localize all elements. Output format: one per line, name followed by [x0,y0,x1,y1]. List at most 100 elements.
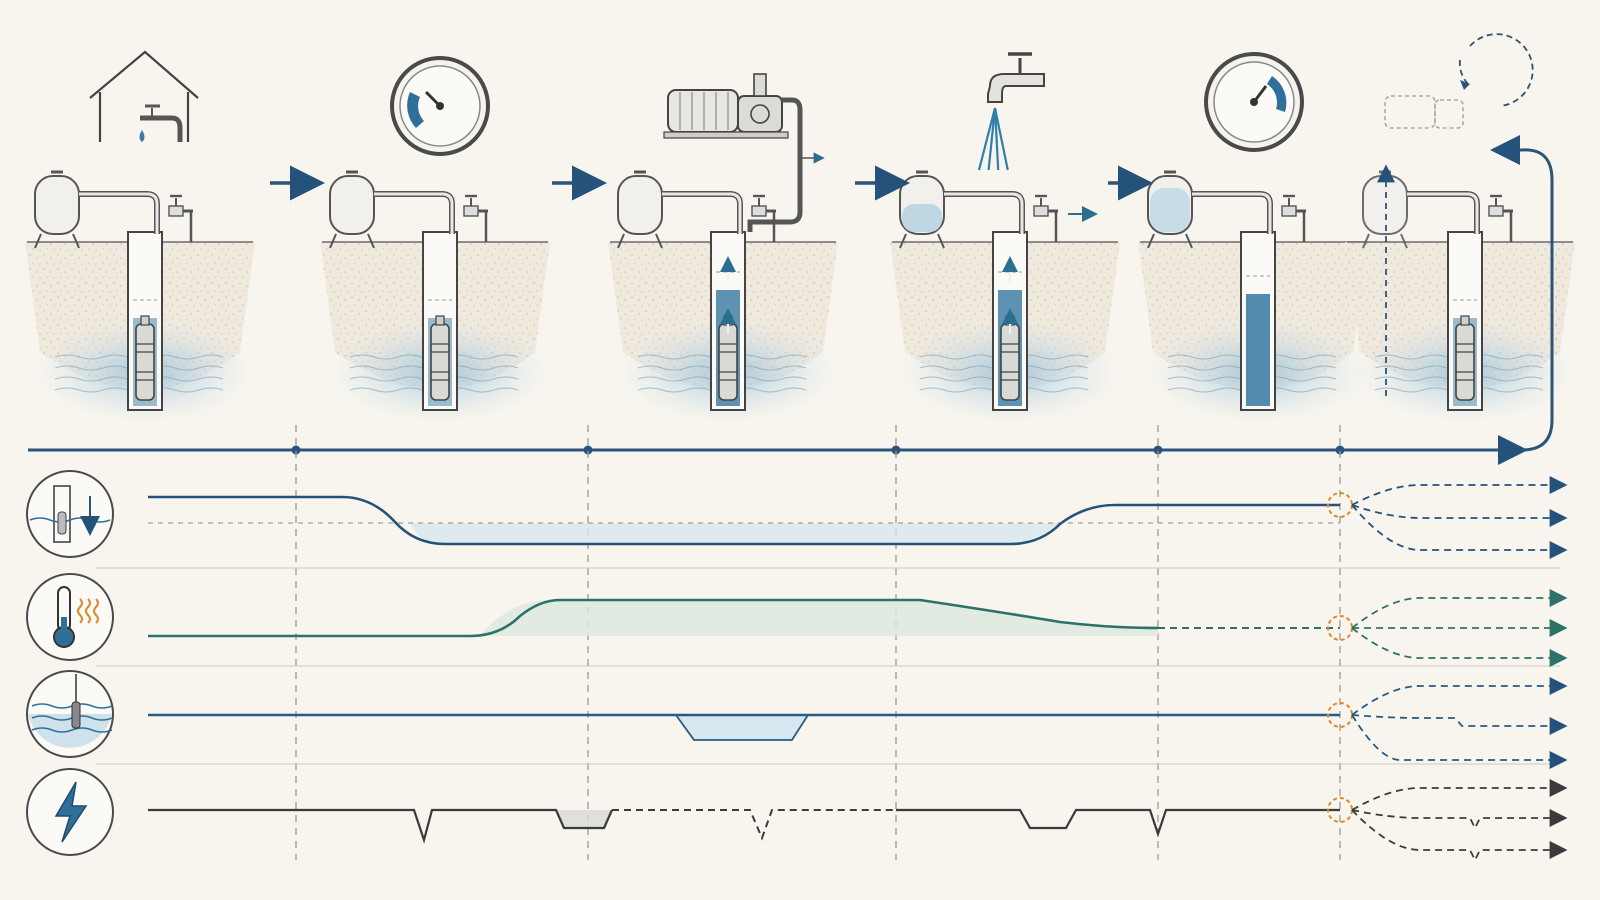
timeline-tick-5 [1335,445,1345,455]
sensor-body [71,701,81,729]
gauge-needle [1252,85,1268,103]
valve-icon [751,205,767,217]
well-water-level-icon [26,470,114,558]
pump-cycle-icon [1377,33,1534,396]
supply-pipe [1407,191,1480,234]
stage-pressure-drop [320,170,552,424]
stage-row [25,33,1577,424]
projection-4-3 [1351,809,1568,863]
temperature-rise-fill [480,600,1158,636]
well-water [1246,294,1270,406]
stage-repeat [1345,170,1577,424]
pressure-gauge-high-icon [1204,52,1304,152]
supply-pipe-inner [79,192,159,234]
faucet-pipe [140,115,183,142]
lane-grid [96,425,1560,860]
pressure-gauge-low-icon [390,56,490,156]
projection-3-2 [1351,714,1568,735]
valve-icon [1281,205,1297,217]
supply-pipe [944,191,1025,234]
spray-stream [977,107,997,171]
water-level-curve [148,495,1340,546]
cycle-arrowhead [1460,80,1470,90]
projection-4-2 [1351,809,1568,831]
pressure-tank [1361,170,1409,250]
pressure-tank-body [33,170,81,250]
sensor-ripple [31,727,113,733]
supply-pipe [1192,191,1273,234]
gauge-needle [424,90,442,108]
projection-2-1 [1351,589,1568,629]
motor-base [663,131,789,139]
supply-pipe-inner [944,192,1024,234]
tank-water [902,204,942,232]
submersible-pump [430,315,450,401]
projection-1-3 [1351,504,1568,559]
pressure-tank-body [616,170,664,250]
lane-curves [148,476,1568,863]
gauge-low-band [407,92,424,128]
gauge-high-band [1267,76,1287,112]
spray-stream [993,107,1000,171]
supply-pipe-inner [1192,192,1272,234]
stage-idle [25,170,257,424]
lane-icons [26,470,114,856]
house-faucet-drip-icon [89,50,199,142]
submersible-pump [135,315,155,401]
lightning-bolt [54,781,88,843]
stage-pressure-restored [1138,170,1370,424]
submersion-dip-fill [674,714,810,741]
supply-pipe [374,191,455,234]
valve-icon [168,205,184,217]
valve-icon [1033,205,1049,217]
heat-wave [93,598,99,624]
stage-tank-filling [890,170,1122,424]
timeline-tick-4 [1153,445,1163,455]
surface-pump-motor-icon [663,73,825,232]
valve-icon [463,205,479,217]
heat-wave [85,598,91,624]
projection-2-3 [1351,627,1568,667]
power-curve-part-1 [148,808,614,844]
ghost-pump [1434,99,1464,129]
thermo-fill [61,617,67,635]
temperature-curve [148,598,1159,638]
supply-pipe [662,191,743,234]
cycle-arrow [1458,33,1534,107]
cycle-return-arrow [1490,135,1554,452]
timeline [28,135,1554,465]
valve-icon [1488,205,1504,217]
projection-3-1 [1351,677,1568,716]
spray-stream [987,107,997,171]
pressure-tank-body [1361,170,1409,250]
supply-pipe-inner [1407,192,1479,234]
thermometer-heat-icon [26,573,114,661]
pressure-tank [33,170,81,250]
pressure-tank [616,170,664,250]
faucet-spray-icon [977,52,1098,222]
lightning-icon [26,768,114,856]
projection-1-2 [1351,504,1568,527]
spray-stream [993,107,1009,171]
heat-wave [77,598,83,624]
timeline-tick-2 [583,445,593,455]
outlet-neck [753,73,767,97]
pressure-tank [1146,170,1194,250]
pressure-tank [898,170,946,250]
pressure-tank-body [328,170,376,250]
timeline-tick-3 [891,445,901,455]
power-idle-segment [612,809,896,841]
stage-pump-start [608,170,840,424]
supply-pipe-inner [374,192,454,234]
pressure-tank [328,170,376,250]
pump-housing [737,95,783,133]
power-start-surge-fill [556,810,612,828]
supply-pipe-inner [662,192,742,234]
water-level-drawdown-fill [410,523,1060,544]
submersible-pump [1455,315,1475,401]
projection-1-1 [1351,476,1568,506]
discharge-pipe [747,97,803,232]
house-outline [89,50,199,142]
water-drop [139,130,145,142]
